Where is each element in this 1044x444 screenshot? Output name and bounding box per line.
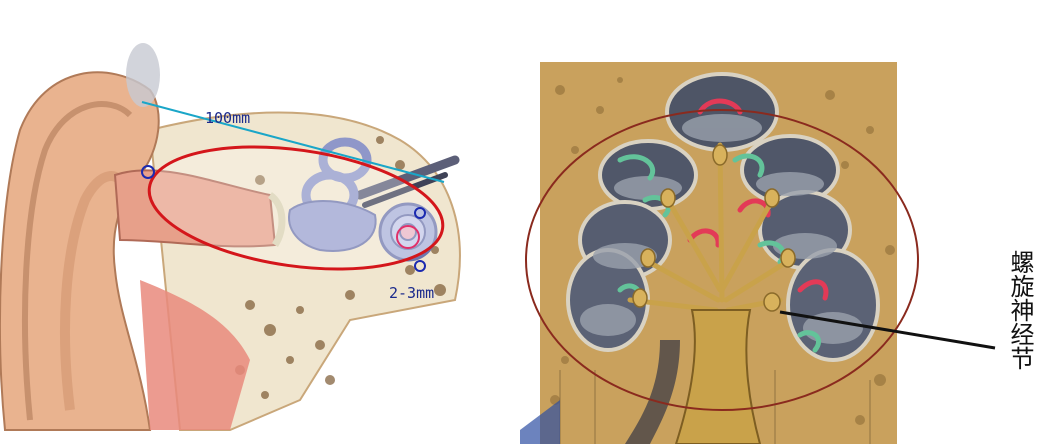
ganglion-label: 螺旋神经节 — [1004, 250, 1034, 370]
